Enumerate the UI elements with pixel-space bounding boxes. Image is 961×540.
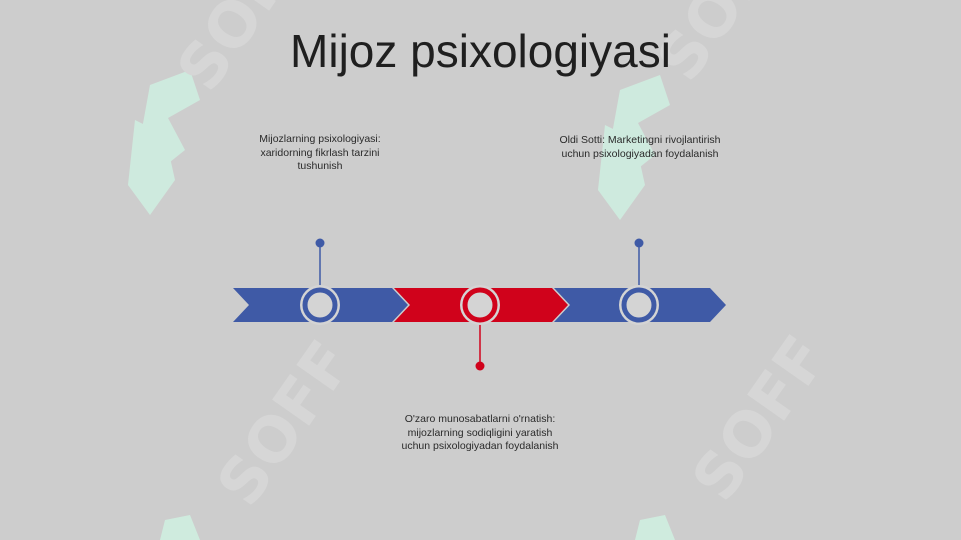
caption-line: uchun psixologiyadan foydalanish bbox=[561, 147, 719, 160]
milestone-2-caption: O'zaro munosabatlarni o'rnatish: mijozla… bbox=[390, 413, 570, 454]
milestone-3-dot bbox=[634, 238, 644, 248]
caption-line: O'zaro munosabatlarni o'rnatish: bbox=[404, 413, 556, 425]
milestone-1-caption: Mijozlarning psixologiyasi: xaridorning … bbox=[240, 133, 400, 174]
milestone-1-dot bbox=[315, 238, 325, 248]
watermark-logo-bottom-left bbox=[160, 515, 200, 540]
milestone-3-ring bbox=[621, 287, 657, 323]
watermark-logo-bottom-right bbox=[635, 515, 675, 540]
caption-line: mijozlarning sodiqligini yaratish bbox=[407, 426, 553, 439]
milestone-1-ring bbox=[302, 287, 338, 323]
caption-line: uchun psixologiyadan foydalanish bbox=[401, 440, 559, 452]
milestone-2-dot bbox=[475, 361, 485, 371]
milestone-2-ring bbox=[462, 287, 498, 323]
caption-line: Oldi Sotti: Marketingni rivojlantirish bbox=[559, 134, 721, 146]
milestone-1 bbox=[300, 238, 340, 325]
milestone-2 bbox=[460, 285, 500, 371]
caption-line: tushunish bbox=[297, 160, 343, 172]
slide-title: Mijoz psixologiyasi bbox=[290, 25, 671, 77]
caption-line: xaridorning fikrlash tarzini bbox=[260, 146, 380, 159]
watermark-logo-top-left bbox=[128, 70, 200, 215]
milestone-3 bbox=[619, 238, 659, 325]
milestone-3-caption: Oldi Sotti: Marketingni rivojlantirish u… bbox=[545, 134, 735, 161]
caption-line: Mijozlarning psixologiyasi: bbox=[259, 133, 381, 145]
watermark-logo-top-right bbox=[598, 75, 670, 220]
